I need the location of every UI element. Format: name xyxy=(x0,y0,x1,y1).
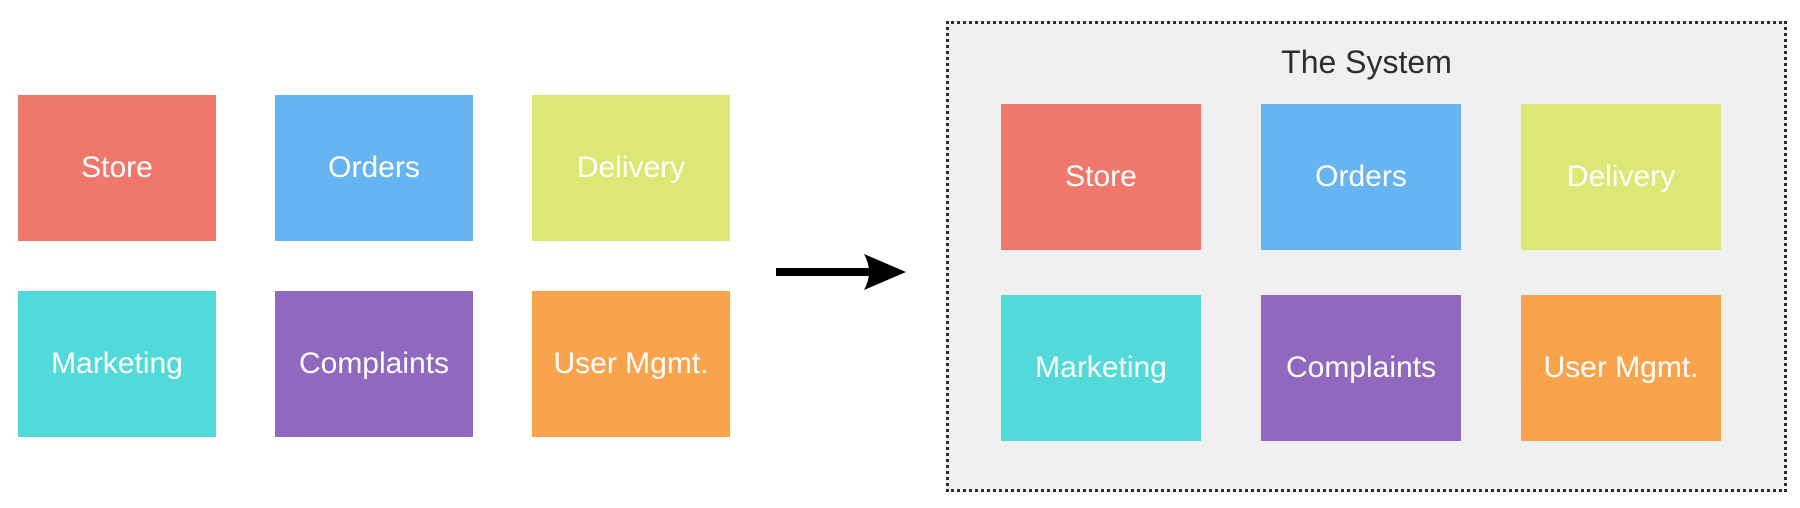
modules-before-group: Store Orders Delivery Marketing Complain… xyxy=(18,95,730,437)
module-delivery: Delivery xyxy=(532,95,730,241)
system-module-orders: Orders xyxy=(1261,104,1461,250)
system-module-marketing: Marketing xyxy=(1001,295,1201,441)
arrow-head xyxy=(864,254,906,290)
system-title: The System xyxy=(1281,44,1452,80)
system-module-store: Store xyxy=(1001,104,1201,250)
module-store: Store xyxy=(18,95,216,241)
modules-inside-system-group: Store Orders Delivery Marketing Complain… xyxy=(1001,104,1721,441)
right-arrow-icon xyxy=(776,254,906,290)
system-module-delivery: Delivery xyxy=(1521,104,1721,250)
module-orders: Orders xyxy=(275,95,473,241)
system-module-complaints: Complaints xyxy=(1261,295,1461,441)
module-marketing: Marketing xyxy=(18,291,216,437)
system-module-user-mgmt: User Mgmt. xyxy=(1521,295,1721,441)
module-user-mgmt: User Mgmt. xyxy=(532,291,730,437)
system-container: The System Store Orders Delivery Marketi… xyxy=(946,21,1787,492)
module-complaints: Complaints xyxy=(275,291,473,437)
